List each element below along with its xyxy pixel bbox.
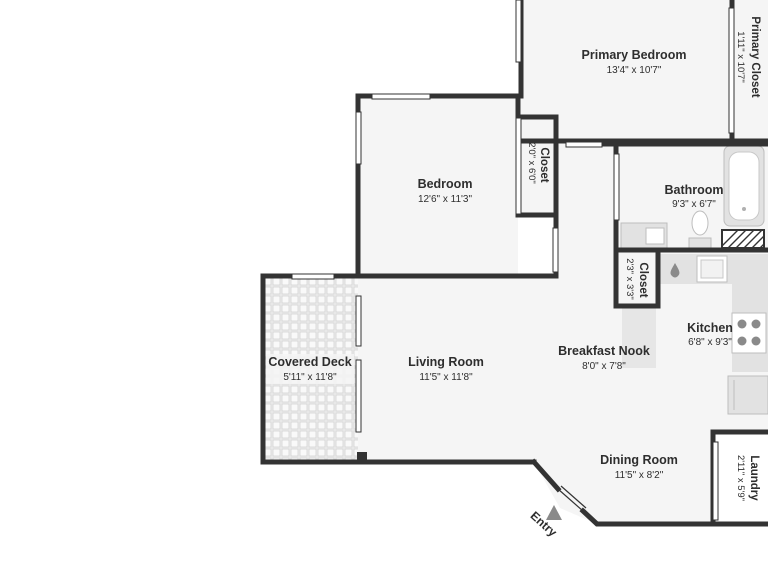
room-dims-dining-room: 11'5" x 8'2" xyxy=(615,470,664,481)
bathroom-sink-icon xyxy=(620,222,668,249)
hall-closet-floor xyxy=(618,252,658,306)
room-dims-kitchen: 6'8" x 9'3" xyxy=(688,337,732,348)
room-name-covered-deck: Covered Deck xyxy=(268,355,351,369)
room-name-primary-closet: Primary Closet xyxy=(749,16,761,97)
bedroom-floor xyxy=(358,98,518,276)
room-dims-bedroom: 12'6" x 11'3" xyxy=(418,194,473,205)
room-name-bedroom-closet: Closet xyxy=(538,147,550,182)
room-dims-covered-deck: 5'11" x 11'8" xyxy=(283,372,337,383)
room-dims-primary-closet: 1'11" x 10'7" xyxy=(735,31,746,82)
room-dims-bedroom-closet: 2'0" x 6'0" xyxy=(526,142,537,184)
primary-closet-floor xyxy=(733,0,768,141)
kitchen-island xyxy=(622,306,656,368)
bedroom-closet-floor xyxy=(519,118,556,214)
room-name-kitchen: Kitchen xyxy=(687,321,733,335)
room-name-hall-closet: Closet xyxy=(637,262,649,297)
stove-icon xyxy=(731,312,767,354)
entry-arrow-icon xyxy=(546,505,562,520)
room-dims-bathroom: 9'3" x 6'7" xyxy=(672,199,716,210)
hallway-floor xyxy=(556,141,616,281)
room-dims-living-room: 11'5" x 11'8" xyxy=(419,372,473,383)
water-drop-icon xyxy=(670,263,680,278)
room-dims-hall-closet: 2'3" x 3'3" xyxy=(624,258,635,300)
room-dims-primary-bedroom: 13'4" x 10'7" xyxy=(607,65,662,76)
room-name-dining-room: Dining Room xyxy=(600,453,678,467)
windows xyxy=(291,0,735,521)
hatched-cabinet-icon xyxy=(721,229,765,249)
room-dims-breakfast-nook: 8'0" x 7'8" xyxy=(582,361,626,372)
room-name-bathroom: Bathroom xyxy=(664,183,723,197)
room-dims-laundry: 2'11" x 5'9" xyxy=(735,455,746,501)
main-living-floor xyxy=(358,252,768,524)
kitchen-sink-icon xyxy=(696,255,728,283)
room-name-primary-bedroom: Primary Bedroom xyxy=(582,48,687,62)
room-name-bedroom: Bedroom xyxy=(418,177,473,191)
room-labels: Primary Bedroom 13'4" x 10'7" Primary Cl… xyxy=(266,16,761,540)
fixtures xyxy=(620,145,768,415)
refrigerator-icon xyxy=(727,375,768,415)
room-name-living-room: Living Room xyxy=(408,355,484,369)
room-name-laundry: Laundry xyxy=(748,455,760,501)
room-name-breakfast-nook: Breakfast Nook xyxy=(558,344,650,358)
